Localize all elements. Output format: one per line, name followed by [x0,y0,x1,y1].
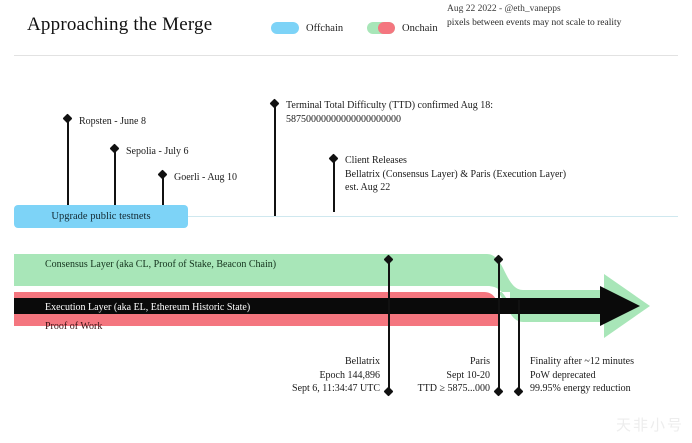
marker-stem-goerli [162,175,164,212]
event-label-client-releases: Client Releases Bellatrix (Consensus Lay… [345,154,566,195]
event-label-bellatrix: Bellatrix Epoch 144,896 Sept 6, 11:34:47… [280,355,380,396]
band-gap [14,286,510,302]
header-divider [14,55,678,56]
legend-swatch-onchain [367,22,395,34]
bellatrix-line-3: Sept 6, 11:34:47 UTC [292,383,380,394]
execution-layer-arrow [14,286,640,326]
paris-line-2: Sept 10-20 [446,369,490,381]
ttd-line-2: 58750000000000000000000 [286,113,401,125]
testnet-upgrade-bar: Upgrade public testnets [14,205,188,228]
marker-stem-sepolia [114,149,116,212]
credit-disclaimer: pixels between events may not scale to r… [447,18,622,28]
marker-stem-bellatrix [388,260,390,390]
marker-dot-paris-bottom [493,386,504,397]
ttd-line-1: Terminal Total Difficulty (TTD) confirme… [286,100,494,111]
consensus-layer-label: Consensus Layer (aka CL, Proof of Stake,… [45,259,277,270]
legend-item-onchain: Onchain [367,22,438,34]
marker-dot-finality [513,386,524,397]
client-releases-line-2: Bellatrix (Consensus Layer) & Paris (Exe… [345,168,567,180]
watermark: 天非小号 [615,416,684,434]
client-releases-line-3: est. Aug 22 [345,182,391,193]
layer-bands-diagram [14,254,650,338]
client-releases-line-1: Client Releases [345,155,407,166]
legend-label-onchain: Onchain [402,22,438,34]
proof-of-work-label: Proof of Work [45,321,103,332]
finality-line-2: PoW deprecated [530,369,596,381]
legend-label-offchain: Offchain [306,22,344,34]
event-label-finality: Finality after ~12 minutes PoW deprecate… [530,355,634,396]
paris-line-1: Paris [470,356,490,367]
testnet-trailing-line [188,216,678,217]
finality-line-1: Finality after ~12 minutes [530,356,635,367]
event-label-ropsten: Ropsten - June 8 [79,116,146,127]
event-label-paris: Paris Sept 10-20 TTD ≥ 5875...000 [390,355,490,396]
page-title: Approaching the Merge [27,14,213,35]
bellatrix-line-2: Epoch 144,896 [319,369,380,381]
marker-stem-client-releases [333,159,335,212]
marker-stem-ttd [274,104,276,216]
bellatrix-line-1: Bellatrix [345,356,380,367]
header: Approaching the Merge Offchain Onchain A… [0,0,692,55]
marker-stem-finality [518,300,520,390]
event-label-ttd: Terminal Total Difficulty (TTD) confirme… [286,99,493,126]
testnet-upgrade-bar-label: Upgrade public testnets [51,211,151,222]
legend-item-offchain: Offchain [271,22,343,34]
paris-line-3: TTD ≥ 5875...000 [417,383,490,394]
credit-block: Aug 22 2022 - @eth_vanepps pixels betwee… [447,2,621,30]
consensus-layer-band [14,254,650,338]
event-label-goerli: Goerli - Aug 10 [174,172,238,183]
event-label-sepolia: Sepolia - July 6 [126,146,189,157]
credit-author: Aug 22 2022 - @eth_vanepps [447,4,561,14]
finality-line-3: 99.95% energy reduction [530,383,631,394]
legend-swatch-offchain [271,22,299,34]
marker-stem-ropsten [67,119,69,212]
marker-stem-paris [498,260,500,390]
execution-layer-label: Execution Layer (aka EL, Ethereum Histor… [45,302,251,313]
